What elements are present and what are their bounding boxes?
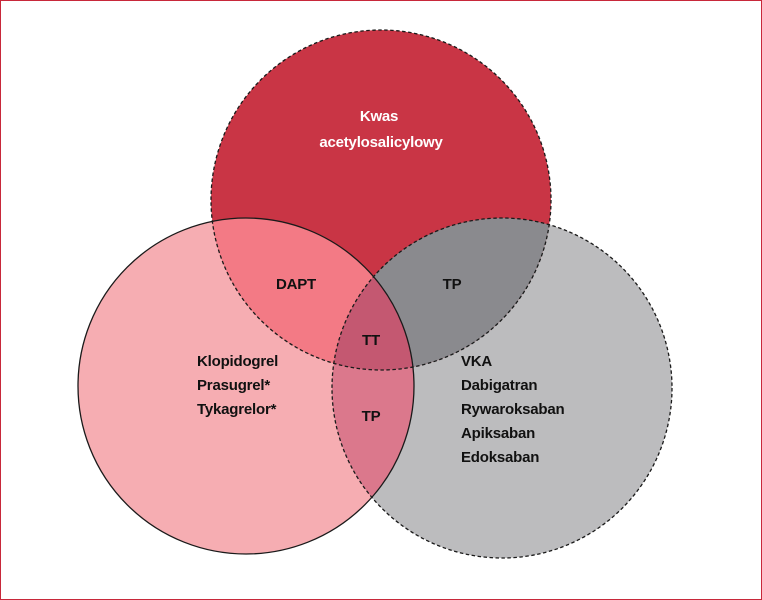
outline-top (210, 29, 552, 371)
label-overlap-top-right: TP (443, 276, 462, 293)
outline-right (331, 217, 673, 559)
label-left-line-2: Prasugrel* (197, 377, 270, 394)
label-left-line-3: Tykagrelor* (197, 401, 277, 418)
label-right-line-1: VKA (461, 353, 492, 370)
label-left-circle: Klopidogrel Prasugrel* Tykagrelor* (197, 353, 282, 418)
label-right-line-3: Rywaroksaban (461, 401, 565, 418)
overlap-top-left (211, 218, 414, 370)
label-top-circle: Kwas acetylosalicylowy (319, 108, 443, 151)
label-overlap-top-left: DAPT (276, 276, 316, 293)
label-right-circle: VKA Dabigatran Rywaroksaban Apiksaban Ed… (461, 353, 568, 466)
label-top-line-2: acetylosalicylowy (319, 134, 443, 151)
outline-left (77, 217, 415, 555)
label-overlap-center: TT (362, 332, 380, 349)
overlap-top-right (332, 218, 551, 370)
label-right-line-2: Dabigatran (461, 377, 537, 394)
label-right-line-5: Edoksaban (461, 449, 539, 466)
label-right-line-4: Apiksaban (461, 425, 535, 442)
label-left-line-1: Klopidogrel (197, 353, 278, 370)
label-top-line-1: Kwas (360, 108, 398, 125)
label-overlap-left-right: TP (362, 408, 381, 425)
